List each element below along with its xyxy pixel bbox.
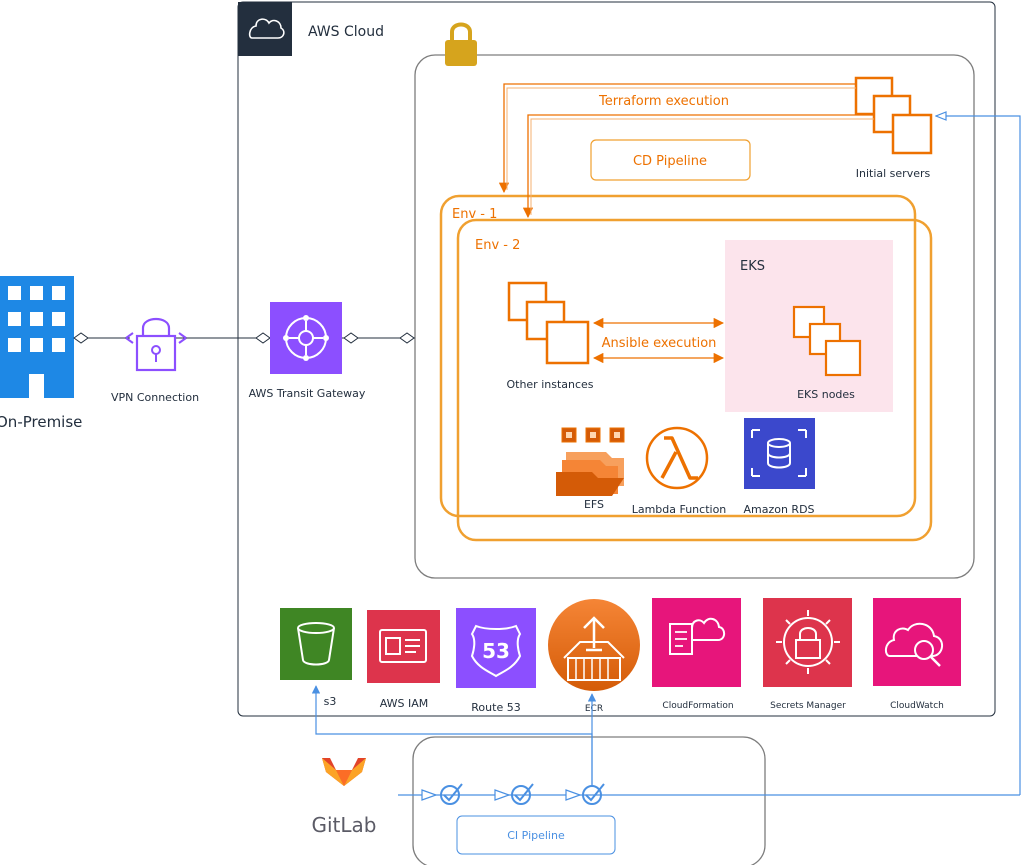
ci-pipeline-label: CI Pipeline bbox=[507, 829, 565, 842]
vpn-link-diamond-right bbox=[255, 332, 271, 344]
rds-icon bbox=[744, 418, 815, 489]
vpn-label: VPN Connection bbox=[111, 391, 199, 404]
cloudformation-label: CloudFormation bbox=[662, 701, 733, 711]
lambda-icon bbox=[645, 426, 709, 490]
cloud-icon bbox=[248, 18, 285, 39]
env-2-label: Env - 2 bbox=[475, 238, 520, 253]
ci-flow-arrow-1 bbox=[421, 789, 438, 801]
aws-cloud-badge bbox=[238, 2, 292, 56]
eks-title: EKS bbox=[740, 259, 765, 274]
ci-flow-arrow-3 bbox=[565, 789, 582, 801]
ci-flow-arrow-2 bbox=[494, 789, 511, 801]
env-1-boundary bbox=[439, 194, 917, 518]
secrets-manager-label: Secrets Manager bbox=[770, 701, 846, 711]
vpc-boundary bbox=[414, 54, 975, 579]
ecr-label: ECR bbox=[585, 704, 603, 714]
iam-icon bbox=[367, 610, 440, 683]
cloudwatch-icon bbox=[873, 598, 961, 686]
terraform-label: Terraform execution bbox=[598, 94, 729, 109]
ci-stage-1-icon bbox=[440, 783, 463, 805]
gitlab-label: GitLab bbox=[312, 813, 377, 837]
terraform-arrow-env1 bbox=[498, 83, 856, 194]
efs-icon bbox=[556, 427, 625, 496]
other-instances-label: Other instances bbox=[506, 378, 593, 391]
terraform-arrow-env1-shadow bbox=[506, 87, 856, 190]
lambda-label: Lambda Function bbox=[632, 503, 727, 516]
ci-pipeline-box bbox=[456, 815, 616, 855]
route53-badge: 53 bbox=[482, 639, 510, 663]
route53-icon bbox=[456, 608, 536, 688]
env-1-label: Env - 1 bbox=[452, 207, 497, 222]
ci-stage-3-icon bbox=[582, 783, 605, 805]
env-2-boundary bbox=[456, 218, 933, 542]
initial-servers-label: Initial servers bbox=[856, 167, 931, 180]
iam-label: AWS IAM bbox=[380, 697, 429, 710]
tgw-link-diamond-right bbox=[399, 332, 415, 344]
tgw-link-diamond-left bbox=[343, 332, 359, 344]
vpn-lock-icon bbox=[125, 317, 187, 372]
aws-cloud-title: AWS Cloud bbox=[308, 24, 384, 40]
cloudwatch-label: CloudWatch bbox=[890, 701, 944, 711]
secrets-manager-icon bbox=[763, 598, 852, 687]
terraform-arrow-env2 bbox=[522, 114, 874, 219]
ecr-icon bbox=[548, 599, 640, 691]
lock-icon bbox=[445, 22, 477, 66]
efs-label: EFS bbox=[584, 498, 604, 511]
on-premise-label: On-Premise bbox=[0, 413, 82, 431]
cd-pipeline-label: CD Pipeline bbox=[633, 154, 707, 169]
eks-nodes-label: EKS nodes bbox=[797, 388, 855, 401]
gitlab-icon bbox=[322, 758, 366, 786]
other-instances-icon bbox=[507, 281, 590, 365]
s3-bucket-icon bbox=[280, 608, 352, 680]
ansible-label: Ansible execution bbox=[602, 336, 717, 351]
route53-label: Route 53 bbox=[471, 701, 520, 714]
transit-gateway-icon bbox=[270, 302, 342, 374]
cloudformation-icon bbox=[652, 598, 741, 687]
initial-servers-icon bbox=[854, 76, 933, 155]
building-icon bbox=[0, 276, 74, 398]
rds-label: Amazon RDS bbox=[743, 503, 814, 516]
s3-label: s3 bbox=[324, 695, 337, 708]
ci-region-boundary bbox=[412, 736, 766, 865]
transit-gateway-label: AWS Transit Gateway bbox=[249, 387, 366, 400]
aws-cloud-boundary bbox=[237, 1, 996, 717]
ci-to-initial-servers-arrow bbox=[936, 116, 1021, 795]
eks-nodes-icon bbox=[792, 305, 862, 377]
terraform-arrow-env2-shadow bbox=[530, 118, 874, 215]
ci-stage-2-icon bbox=[511, 783, 534, 805]
cd-pipeline-box bbox=[590, 139, 751, 181]
vpn-link-diamond-left bbox=[73, 332, 89, 344]
